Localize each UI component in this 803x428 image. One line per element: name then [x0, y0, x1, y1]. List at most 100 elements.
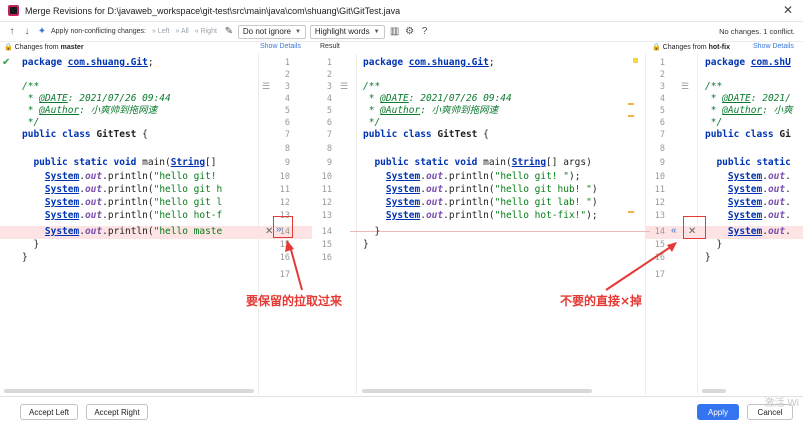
right-annotation-arrow	[605, 245, 673, 291]
line-number: 4	[284, 94, 290, 104]
line-number: 10	[279, 172, 290, 182]
left-line-13: System.out.println("hello hot-f	[44, 210, 223, 221]
line-number: 8	[284, 144, 290, 154]
right-gutter-divider	[697, 54, 698, 394]
left-arrowhead	[285, 240, 294, 252]
right-line-3: /**	[705, 81, 723, 92]
line-number: 2	[326, 70, 332, 80]
apply-all-button[interactable]: » All	[175, 28, 189, 35]
cancel-button[interactable]: Cancel	[747, 404, 793, 420]
left-center-divider	[356, 54, 357, 394]
title-bar: Merge Revisions for D:\javaweb_workspace…	[0, 0, 803, 22]
mid-line-14: }	[363, 226, 381, 237]
line-number: 9	[659, 158, 665, 168]
fold-icon[interactable]: ☰	[262, 81, 271, 91]
accept-right-button[interactable]: Accept Right	[86, 404, 148, 420]
apply-all-label: All	[180, 28, 189, 35]
checkmark-icon: ✔	[2, 57, 11, 68]
fold-icon[interactable]: ☰	[681, 81, 690, 91]
line-number: 10	[321, 172, 332, 182]
apply-right-change-icon[interactable]: «	[671, 225, 677, 236]
right-horizontal-scrollbar[interactable]	[702, 389, 726, 393]
line-number: 14	[654, 227, 665, 237]
line-number: 12	[279, 198, 290, 208]
chevron-down-icon: ▼	[294, 28, 301, 35]
merge-toolbar: ↑ ↓ ✦ Apply non-conflicting changes: » L…	[0, 22, 803, 42]
left-line-11: System.out.println("hello git h	[44, 184, 223, 195]
center-right-divider	[645, 54, 646, 394]
right-line-12: System.out.	[727, 197, 791, 208]
right-branch-name: hot-fix	[708, 44, 730, 51]
highlight-dropdown[interactable]: Highlight words▼	[309, 24, 385, 39]
line-number: 12	[654, 198, 665, 208]
line-number: 16	[279, 253, 290, 263]
close-icon[interactable]: ✕	[782, 3, 793, 17]
line-number: 4	[659, 94, 665, 104]
right-header-prefix: Changes from	[662, 44, 707, 51]
pencil-icon[interactable]: ✎	[224, 26, 234, 37]
result-horizontal-scrollbar[interactable]	[362, 389, 592, 393]
left-line-9: public static void main(String[]	[22, 157, 217, 168]
merge-status: No changes. 1 conflict.	[719, 27, 795, 36]
line-number: 7	[284, 130, 290, 140]
conflict-band-right	[645, 226, 803, 239]
help-icon[interactable]: ?	[421, 26, 428, 37]
line-number: 15	[654, 240, 665, 250]
line-number: 5	[326, 106, 332, 116]
activation-watermark: 激活 Wi	[764, 398, 799, 409]
line-number: 13	[654, 211, 665, 221]
left-line-6: */	[22, 117, 40, 128]
window-title: Merge Revisions for D:\javaweb_workspace…	[25, 5, 401, 16]
right-line-15: }	[705, 239, 723, 250]
mid-line-4: * @DATE: 2021/07/26 09:44	[363, 93, 512, 104]
apply-left-change-icon[interactable]: »	[276, 224, 282, 235]
line-number: 4	[326, 94, 332, 104]
right-line-9: public static	[705, 157, 791, 168]
right-line-14: System.out.	[727, 226, 791, 237]
left-horizontal-scrollbar[interactable]	[4, 389, 254, 393]
ignore-left-icon[interactable]: ✕	[265, 226, 274, 237]
right-panel-header: 🔒 Changes from hot-fix	[652, 44, 730, 51]
mid-line-11: System.out.println("hello git hub! ")	[385, 184, 598, 195]
apply-button[interactable]: Apply	[697, 404, 739, 420]
mid-line-10: System.out.println("hello git! ");	[385, 171, 581, 182]
right-line-16: }	[705, 252, 711, 263]
ignore-whitespace-dropdown[interactable]: Do not ignore▼	[237, 24, 306, 39]
line-number: 16	[321, 253, 332, 263]
arrow-down-icon[interactable]: ↓	[24, 26, 30, 37]
ignore-right-icon[interactable]: ✕	[688, 226, 697, 237]
line-number: 13	[321, 211, 332, 221]
show-details-right-link[interactable]: Show Details	[753, 43, 794, 50]
gear-icon[interactable]: ⚙	[405, 26, 415, 37]
fold-icon[interactable]: ☰	[340, 81, 349, 91]
left-panel-header: 🔒 Changes from master	[4, 44, 84, 51]
arrow-up-icon[interactable]: ↑	[9, 26, 15, 37]
apply-left-button[interactable]: » Left	[151, 28, 170, 35]
line-number: 14	[321, 227, 332, 237]
mid-line-7: public class GitTest {	[363, 129, 489, 140]
line-number: 3	[326, 82, 332, 92]
mid-line-12: System.out.println("hello git lab! ")	[385, 197, 598, 208]
line-number: 10	[654, 172, 665, 182]
line-number: 8	[659, 144, 665, 154]
line-number: 2	[284, 70, 290, 80]
line-number: 3	[659, 82, 665, 92]
right-line-7: public class Gi	[705, 129, 791, 140]
line-number: 5	[659, 106, 665, 116]
columns-icon[interactable]: ▥	[389, 26, 400, 37]
left-line-16: }	[22, 252, 28, 263]
magic-resolve-icon[interactable]: ✦	[37, 26, 47, 37]
accept-left-button[interactable]: Accept Left	[20, 404, 78, 420]
apply-right-button[interactable]: « Right	[194, 28, 217, 35]
dialog-footer: Accept Left Accept Right Apply Cancel	[0, 396, 803, 428]
show-details-left-link[interactable]: Show Details	[260, 43, 301, 50]
right-line-4: * @DATE: 2021/	[705, 93, 791, 104]
left-annotation: 要保留的拉取过来	[246, 294, 343, 308]
right-line-10: System.out.	[727, 171, 791, 182]
line-number: 14	[279, 227, 290, 237]
left-annotation-arrow	[289, 245, 303, 291]
mid-line-15: }	[363, 239, 369, 250]
line-number: 17	[279, 270, 290, 280]
right-arrowhead	[667, 242, 677, 252]
